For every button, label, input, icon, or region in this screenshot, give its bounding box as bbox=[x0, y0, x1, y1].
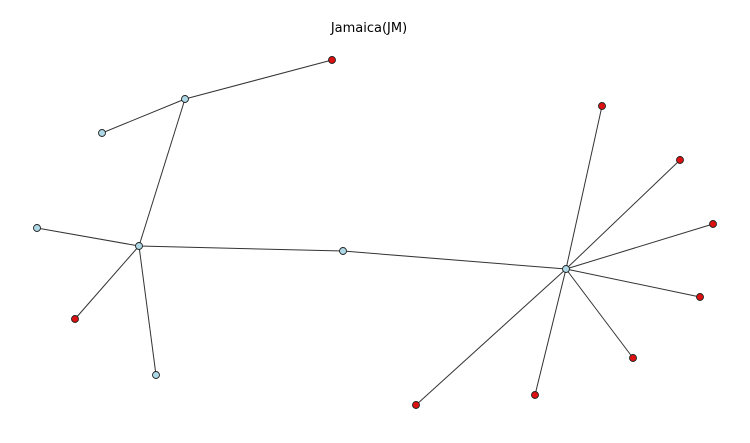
edges-layer bbox=[36, 59, 714, 406]
node-n13 bbox=[696, 293, 704, 301]
edge-n5-n8 bbox=[138, 245, 344, 252]
edge-n5-n6 bbox=[74, 245, 140, 320]
graph-title: Jamaica(JM) bbox=[330, 21, 407, 36]
node-n4 bbox=[33, 224, 41, 232]
node-n14 bbox=[629, 354, 637, 362]
node-n16 bbox=[412, 401, 420, 409]
node-n12 bbox=[709, 220, 717, 228]
node-n7 bbox=[152, 371, 160, 379]
node-n1 bbox=[328, 56, 336, 64]
node-n10 bbox=[598, 102, 606, 110]
node-n8 bbox=[339, 247, 347, 255]
edge-n5-n7 bbox=[138, 245, 157, 376]
edge-n9-n12 bbox=[565, 223, 714, 270]
edge-n8-n9 bbox=[342, 250, 567, 270]
node-n2 bbox=[181, 95, 189, 103]
node-n5 bbox=[135, 242, 143, 250]
edge-n2-n5 bbox=[138, 98, 186, 247]
edge-n9-n11 bbox=[565, 159, 681, 270]
edge-n9-n15 bbox=[534, 268, 567, 396]
edge-n5-n4 bbox=[36, 227, 140, 247]
edge-n2-n3 bbox=[101, 98, 186, 134]
node-n11 bbox=[676, 156, 684, 164]
edge-n9-n14 bbox=[565, 268, 634, 359]
nodes-layer bbox=[33, 56, 717, 409]
node-n6 bbox=[71, 315, 79, 323]
edge-n2-n1 bbox=[184, 59, 333, 100]
node-n9 bbox=[562, 265, 570, 273]
edge-n9-n10 bbox=[565, 105, 603, 270]
node-n3 bbox=[98, 129, 106, 137]
node-n15 bbox=[531, 391, 539, 399]
edge-n9-n16 bbox=[415, 268, 567, 406]
edge-n9-n13 bbox=[565, 268, 701, 298]
